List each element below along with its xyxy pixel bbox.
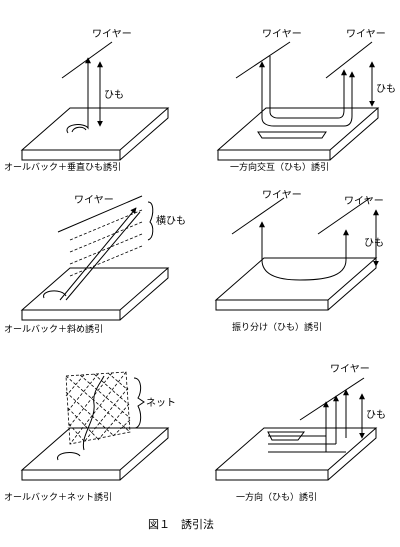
caption-p4: 振り分け（ひも）誘引: [232, 321, 322, 333]
ridge-bed: [214, 427, 378, 481]
plant-base: [71, 126, 87, 133]
yoko-label: 横ひも: [156, 214, 186, 227]
wire-line: [57, 195, 143, 233]
ridge-bed: [214, 257, 378, 311]
caption-p5: オールバック＋ネット誘引: [4, 491, 112, 503]
caption-p3: オールバック＋斜め誘引: [4, 323, 103, 335]
plant-stem-2: [269, 56, 345, 119]
wire-label: ワイヤー: [330, 364, 370, 375]
wire-label-left: ワイヤー: [262, 190, 302, 201]
wire-label: ワイヤー: [74, 195, 114, 206]
ridge-bed: [20, 267, 170, 321]
wire-line: [299, 377, 365, 421]
panel-allback-vertical: ワイヤー ひも オールバック＋垂直ひも誘引: [4, 29, 170, 173]
plant-base: [257, 131, 327, 139]
yoko-himo-lines: [69, 209, 143, 277]
panel-alternate-himo: ワイヤー ワイヤー ひも 一方向交互（ひも）誘引: [216, 29, 396, 173]
brace: [147, 201, 154, 241]
wire-line-left: [231, 197, 285, 235]
ridge-bed: [20, 107, 170, 161]
wire-label: ワイヤー: [92, 29, 132, 40]
plant-stem: [261, 62, 353, 127]
horizontal-stems: [268, 435, 346, 453]
himo-label: ひも: [104, 89, 124, 101]
himo-label: ひも: [366, 409, 386, 421]
figure-title: 図１ 誘引法: [148, 517, 214, 531]
wire-label-right: ワイヤー: [344, 196, 384, 207]
panel-one-direction: ワイヤー ひも 一方向（ひも）誘引: [214, 364, 386, 503]
ridge-bed: [20, 427, 170, 481]
caption-p2: 一方向交互（ひも）誘引: [230, 161, 329, 173]
panel-split-himo: ワイヤー ワイヤー ひも 振り分け（ひも）誘引: [214, 190, 384, 333]
ridge-bed: [216, 107, 380, 161]
plant-base: [43, 290, 67, 299]
wire-line: [61, 41, 113, 79]
himo-label: ひも: [376, 83, 396, 95]
net-label: ネット: [146, 397, 176, 409]
himo-label: ひも: [364, 237, 384, 249]
plant-stem: [261, 226, 347, 281]
plant-base: [57, 452, 81, 461]
plant-stem: [66, 57, 91, 134]
plant-base: [267, 431, 305, 441]
diagonal-stem-2: [65, 211, 141, 301]
wire-line-left: [235, 41, 291, 79]
caption-p1: オールバック＋垂直ひも誘引: [4, 161, 121, 173]
brace: [133, 377, 145, 429]
net-mesh: [65, 371, 131, 445]
plant-stem: [82, 375, 105, 451]
wire-label-right: ワイヤー: [346, 29, 386, 40]
diagonal-stem: [59, 207, 137, 301]
panel-allback-diagonal: ワイヤー 横ひも オールバック＋斜め誘引: [4, 195, 186, 335]
panel-allback-net: ネット オールバック＋ネット誘引: [4, 371, 176, 503]
wire-label-left: ワイヤー: [262, 29, 302, 40]
wire-line-right: [325, 41, 373, 79]
wire-line-right: [317, 197, 371, 235]
caption-p6: 一方向（ひも）誘引: [236, 491, 317, 503]
